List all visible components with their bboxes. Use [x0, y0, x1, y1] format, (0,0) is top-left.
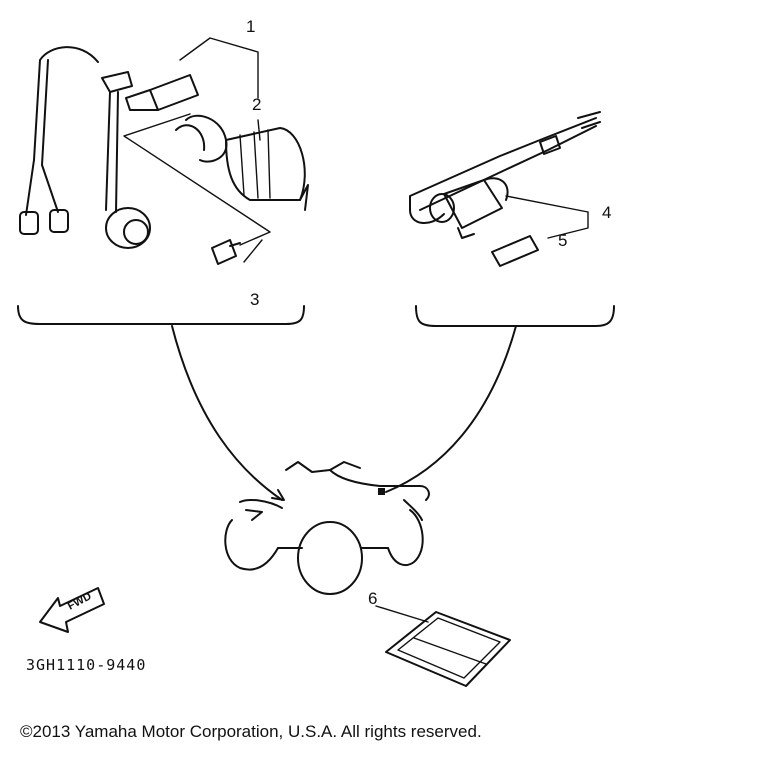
part-code: 3GH1110-9440	[26, 656, 146, 674]
callout-2: 2	[252, 95, 261, 114]
gasket-item	[375, 605, 511, 687]
fwd-arrow-icon: FWD	[39, 587, 105, 633]
copyright-notice: ©2013 Yamaha Motor Corporation, U.S.A. A…	[20, 722, 482, 741]
callout-6: 6	[368, 589, 377, 608]
callout-4: 4	[602, 203, 611, 222]
leader-curve-right	[385, 325, 517, 493]
callout-3: 3	[250, 290, 259, 309]
relay-group	[409, 111, 615, 327]
atv-outline	[224, 461, 430, 595]
callout-5: 5	[558, 231, 567, 250]
callout-1: 1	[246, 17, 255, 36]
fwd-label: FWD	[66, 590, 94, 612]
leader-curve-left	[171, 325, 283, 501]
starter-motor-group	[17, 37, 309, 325]
